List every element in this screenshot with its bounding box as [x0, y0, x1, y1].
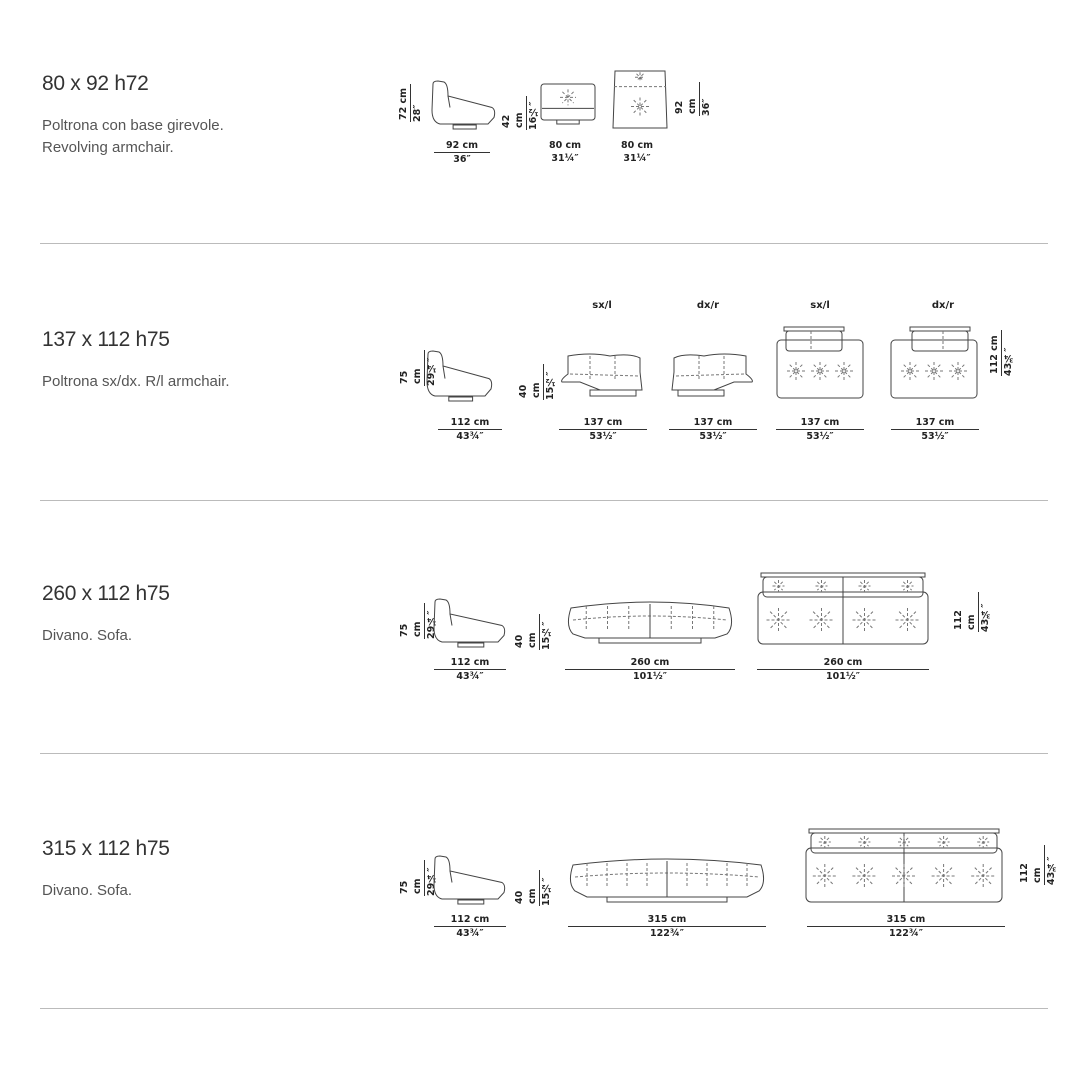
front-view-drawing [569, 858, 765, 903]
description-line: Poltrona sx/dx. R/l armchair. [42, 373, 230, 390]
product-title: 260 x 112 h75 [42, 582, 170, 605]
top-view-drawing [805, 828, 1003, 903]
divider [40, 243, 1048, 244]
side-view-drawing [426, 350, 493, 402]
description-line: Divano. Sofa. [42, 882, 133, 899]
variant-label: dx/r [931, 300, 955, 311]
description-line: Revolving armchair. [42, 139, 174, 156]
description-line: Poltrona con base girevole. [42, 117, 224, 134]
variant-label: sx/l [592, 300, 612, 311]
divider [40, 1008, 1048, 1009]
front-view-drawing [540, 83, 596, 125]
side-view-drawing [433, 855, 506, 905]
product-description: Divano. Sofa. [42, 625, 132, 647]
top-view-right-drawing [890, 326, 978, 399]
description-line: Divano. Sofa. [42, 627, 133, 644]
product-title: 80 x 92 h72 [42, 72, 149, 95]
product-description: Poltrona con base girevole. Revolving ar… [42, 115, 224, 159]
top-view-left-drawing [776, 326, 864, 399]
front-view-right-drawing [671, 353, 753, 397]
side-view-drawing [433, 598, 506, 648]
variant-label: dx/r [696, 300, 720, 311]
product-description: Poltrona sx/dx. R/l armchair. [42, 371, 230, 393]
front-view-drawing [567, 601, 733, 644]
divider [40, 753, 1048, 754]
variant-label: sx/l [810, 300, 830, 311]
top-view-drawing [612, 70, 668, 129]
top-view-drawing [757, 572, 929, 645]
divider [40, 500, 1048, 501]
front-view-left-drawing [561, 353, 643, 397]
product-title: 315 x 112 h75 [42, 837, 170, 860]
product-title: 137 x 112 h75 [42, 328, 170, 351]
product-description: Divano. Sofa. [42, 880, 132, 902]
side-view-drawing [431, 80, 496, 130]
